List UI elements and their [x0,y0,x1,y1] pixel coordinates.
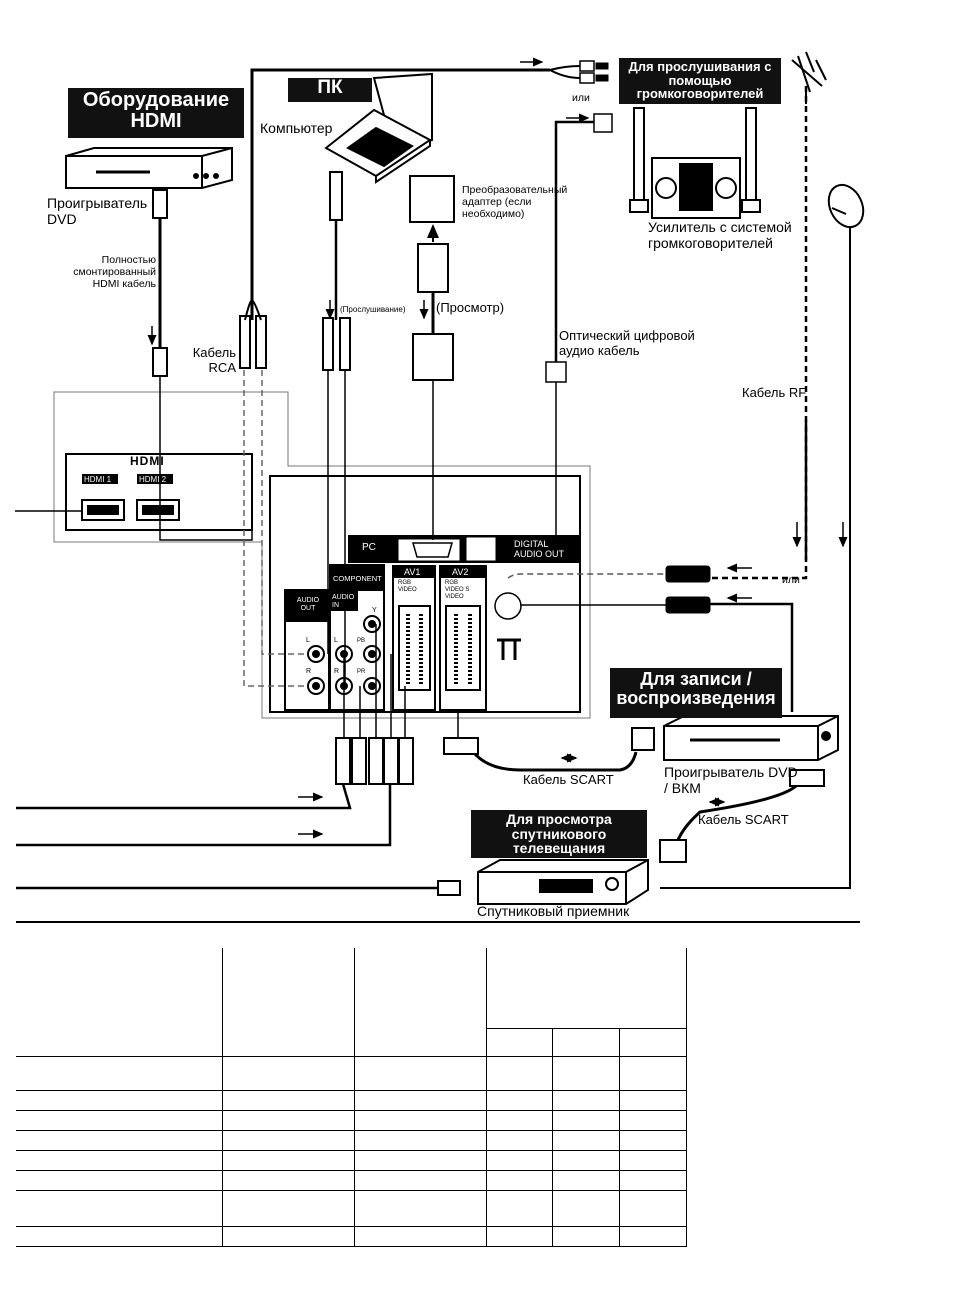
dvd-vcr-label: Проигрыватель DVD / ВКМ [664,764,798,796]
hdmi-cable-label: Полностью смонтированный HDMI кабель [73,254,156,290]
antenna-socket [494,592,522,660]
listening-label: (Прослушивание) [340,305,406,314]
av2-label: AV2 [452,567,469,577]
table-cell [618,1027,687,1057]
sat-receiver-label: Спутниковый приемник [477,903,630,919]
audio-out-dashed [243,370,308,687]
audio-out-l-label: L [306,637,310,644]
vga-cable [409,175,455,540]
satellite-dish-icon [827,183,865,234]
table-row [16,1055,687,1091]
table-row [16,1189,687,1227]
rf-cable [507,86,851,889]
table-cell [221,948,355,1057]
component-pb-label: PB [357,638,366,644]
rca-jacks [307,615,381,695]
arrows [147,57,848,839]
scart-cable-label-2: Кабель SCART [698,812,789,827]
antenna-icon [791,51,827,104]
audio-in-r-label: R [334,668,340,675]
rca-cable-top [239,60,609,369]
hdmi-cable [15,189,253,541]
audio-out-r-label: R [306,668,312,675]
computer-label: Компьютер [260,120,333,136]
table-cell [353,948,487,1057]
recording-header: Для записи / воспроизведения [610,668,782,718]
laptop-icon [324,72,433,184]
satellite-header: Для просмотра спутникового телевещания [471,810,647,858]
table-row [16,1089,687,1111]
component-pr-label: PR [357,669,366,675]
table-row [16,1225,687,1247]
speaker-system-icon [629,107,761,219]
table-cell [16,948,223,1057]
satellite-receiver-icon [477,859,649,905]
pc-port-label: PC [362,542,376,553]
connection-diagram [15,51,865,923]
viewing-label: (Просмотр) [436,300,505,315]
hdmi2-label: HDMI 2 [139,475,167,484]
audio-in-l-label: L [334,637,338,644]
audio-out-label: AUDIO OUT [296,597,320,612]
pc-header: ПК [288,78,372,102]
table-cell [485,1027,553,1057]
component-y-label: Y [372,607,377,614]
table-cell [551,1027,620,1057]
rf-cable-label: Кабель RF [742,385,807,400]
table-cell [485,948,687,1029]
av1-sub-label: RGB VIDEO [398,580,417,593]
av1-label: AV1 [404,567,421,577]
spec-table [16,948,687,1247]
av2-sub-label: RGB VIDEO S VIDEO [445,580,470,600]
dvd-player-icon [65,147,233,189]
table-row [16,1109,687,1131]
amplifier-label: Усилитель с системой громкоговорителей [648,219,792,251]
or-label-right: или [782,574,800,586]
hdmi-equipment-header: Оборудование HDMI [68,88,244,138]
audio-in-label: AUDIO IN [332,594,355,609]
dvd-player-label: Проигрыватель DVD [47,195,148,227]
scart-cables [443,712,825,863]
hdmi-logo: HDMI [130,454,165,468]
adapter-label: Преобразовательный адаптер (если необход… [462,184,568,220]
component-label: COMPONENT [333,574,382,583]
component-cables [16,624,461,896]
table-row [16,1149,687,1171]
or-label-top: или [572,92,590,104]
rca-cable-label: Кабель RCA [192,345,236,375]
pc-audio-cable [322,171,351,686]
optical-cable-label: Оптический цифровой аудио кабель [559,328,695,358]
table-row [16,1169,687,1191]
hdmi-ports [81,474,180,521]
hdmi1-label: HDMI 1 [84,475,112,484]
pc-port-strip [348,535,580,563]
speakers-header: Для прослушивания с помощью громкоговори… [619,58,781,104]
table-row [16,1129,687,1151]
dvd-vcr-icon [663,715,839,761]
scart-cable-label-1: Кабель SCART [523,772,614,787]
digital-audio-out-label: DIGITAL AUDIO OUT [514,539,565,559]
